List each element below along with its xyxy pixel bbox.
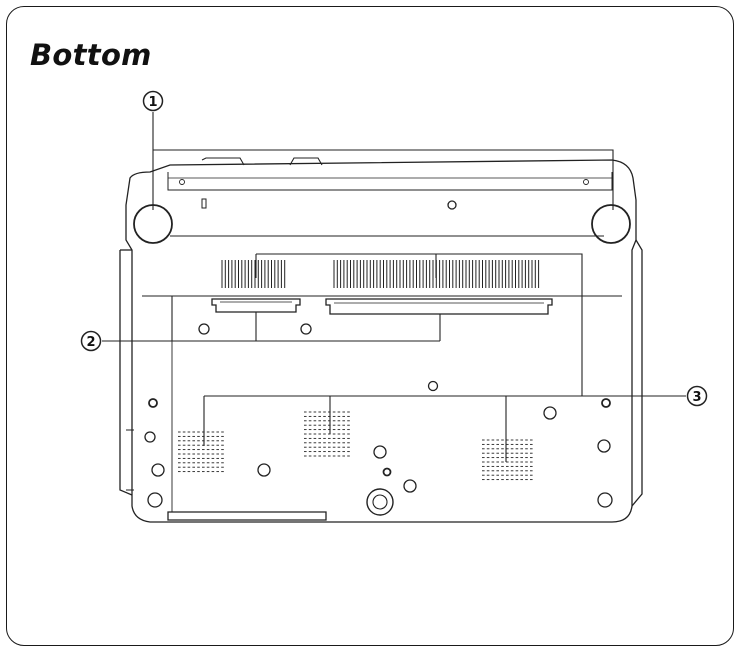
svg-text:2: 2 bbox=[86, 335, 95, 350]
connector-large bbox=[325, 298, 553, 315]
speaker-grid-middle bbox=[304, 411, 350, 457]
foot-left bbox=[133, 204, 173, 244]
speaker-grid-right bbox=[482, 439, 533, 481]
svg-text:1: 1 bbox=[148, 95, 157, 110]
small-slot bbox=[201, 198, 207, 209]
feet bbox=[133, 204, 631, 244]
screws bbox=[144, 323, 613, 516]
top-screw bbox=[447, 200, 457, 210]
connector-small bbox=[211, 298, 301, 313]
speaker-grid-left bbox=[178, 431, 224, 473]
device-bottom-diagram: 1 2 3 bbox=[80, 90, 708, 523]
vent-right bbox=[333, 260, 540, 288]
bottom-rail bbox=[167, 511, 327, 521]
device-body bbox=[119, 157, 643, 523]
vent-left bbox=[221, 260, 286, 288]
svg-text:3: 3 bbox=[692, 390, 701, 405]
leader-lines bbox=[102, 112, 686, 462]
callout-2: 2 bbox=[80, 330, 102, 352]
page-title: Bottom bbox=[30, 38, 152, 72]
tiny-hole-left bbox=[179, 179, 185, 185]
callout-1: 1 bbox=[142, 90, 164, 112]
foot-right bbox=[591, 204, 631, 244]
callout-3: 3 bbox=[686, 385, 708, 407]
tiny-hole-right bbox=[583, 179, 589, 185]
connectors bbox=[211, 298, 553, 315]
